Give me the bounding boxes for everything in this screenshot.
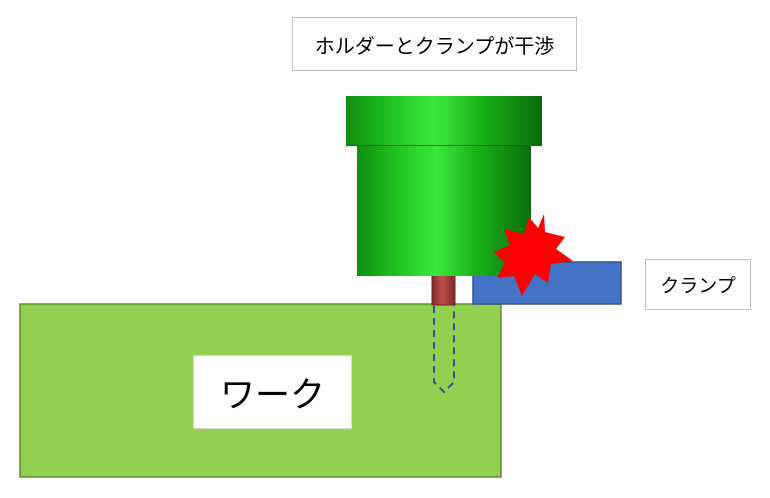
collision-burst-icon — [494, 214, 573, 296]
clamp-label: クランプ — [645, 259, 751, 310]
clamp-label-text: クランプ — [660, 275, 736, 297]
holder-flange — [346, 96, 542, 146]
workpiece-label: ワーク — [193, 355, 352, 429]
tool-shank — [431, 274, 456, 306]
diagram-title-text: ホルダーとクランプが干渉 — [314, 33, 555, 58]
diagram-title: ホルダーとクランプが干渉 — [292, 17, 577, 71]
drill-hole-outline — [433, 306, 455, 394]
workpiece-label-text: ワーク — [219, 375, 325, 416]
